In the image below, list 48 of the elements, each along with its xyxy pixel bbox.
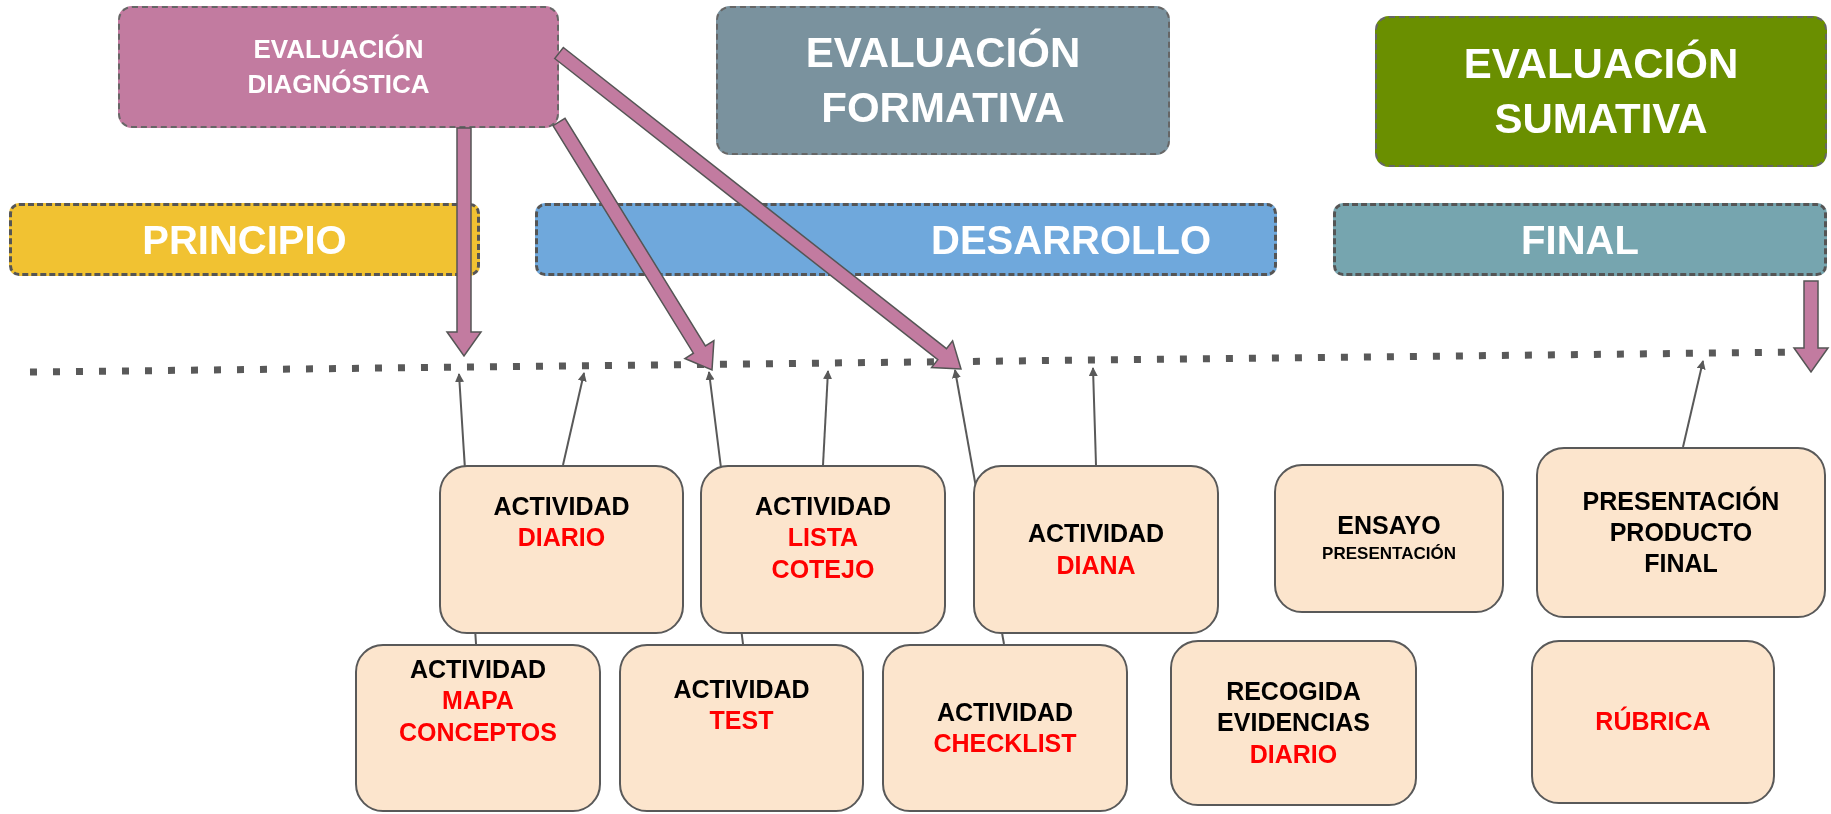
box-text: ACTIVIDAD xyxy=(493,491,630,522)
block-arrow xyxy=(551,117,715,372)
stage-box xyxy=(1375,16,1827,167)
box-text: DIARIO xyxy=(517,522,606,554)
box-text: EVALUACIÓN SUMATIVA xyxy=(1462,38,1740,144)
box-text: ACTIVIDAD xyxy=(409,654,547,685)
activity-box xyxy=(619,644,864,812)
activity-box xyxy=(882,644,1128,812)
box-text: ACTIVIDAD xyxy=(936,696,1074,728)
box-text: ENSAYO xyxy=(1337,510,1441,542)
box-text: EVALUACIÓN DIAGNÓSTICA xyxy=(246,32,431,101)
activity-box xyxy=(355,644,601,812)
arrow xyxy=(822,370,833,466)
box-text: CHECKLIST xyxy=(933,728,1077,759)
activity-box xyxy=(1274,464,1504,613)
box-text: RÚBRICA xyxy=(1595,706,1711,738)
activity-box xyxy=(973,465,1219,634)
arrow xyxy=(1088,367,1098,466)
box-text: LISTA COTEJO xyxy=(770,522,876,585)
box-text: PRESENTACIÓN PRODUCTO FINAL xyxy=(1581,485,1781,580)
block-arrow xyxy=(445,127,483,358)
stage-box xyxy=(118,6,559,128)
box-text: PRESENTACIÓN xyxy=(1322,543,1456,566)
box-text: RECOGIDA EVIDENCIAS xyxy=(1216,676,1371,739)
block-arrow xyxy=(1792,280,1830,374)
block-arrow xyxy=(553,46,963,370)
box-text: MAPA CONCEPTOS xyxy=(398,685,558,748)
phase-band xyxy=(9,203,480,276)
activity-box xyxy=(700,465,946,634)
stage-box xyxy=(716,6,1170,155)
box-text: DIANA xyxy=(1056,549,1136,581)
activity-box xyxy=(1170,640,1417,806)
box-text: DIARIO xyxy=(1249,738,1338,770)
box-text: ACTIVIDAD xyxy=(754,491,892,522)
box-text: FINAL xyxy=(1521,216,1639,264)
phase-band xyxy=(1333,203,1827,276)
phase-band xyxy=(535,203,1277,276)
box-text: ACTIVIDAD xyxy=(1027,518,1165,550)
activity-box xyxy=(1536,447,1826,618)
box-text: EVALUACIÓN FORMATIVA xyxy=(804,27,1082,133)
activity-box xyxy=(439,465,684,634)
box-text: ACTIVIDAD xyxy=(673,674,810,705)
box-text: DESARROLLO xyxy=(931,216,1211,264)
arrow xyxy=(1682,360,1706,448)
box-text: PRINCIPIO xyxy=(142,216,347,264)
arrow xyxy=(562,372,587,466)
box-text: TEST xyxy=(709,705,774,737)
activity-box xyxy=(1531,640,1775,804)
